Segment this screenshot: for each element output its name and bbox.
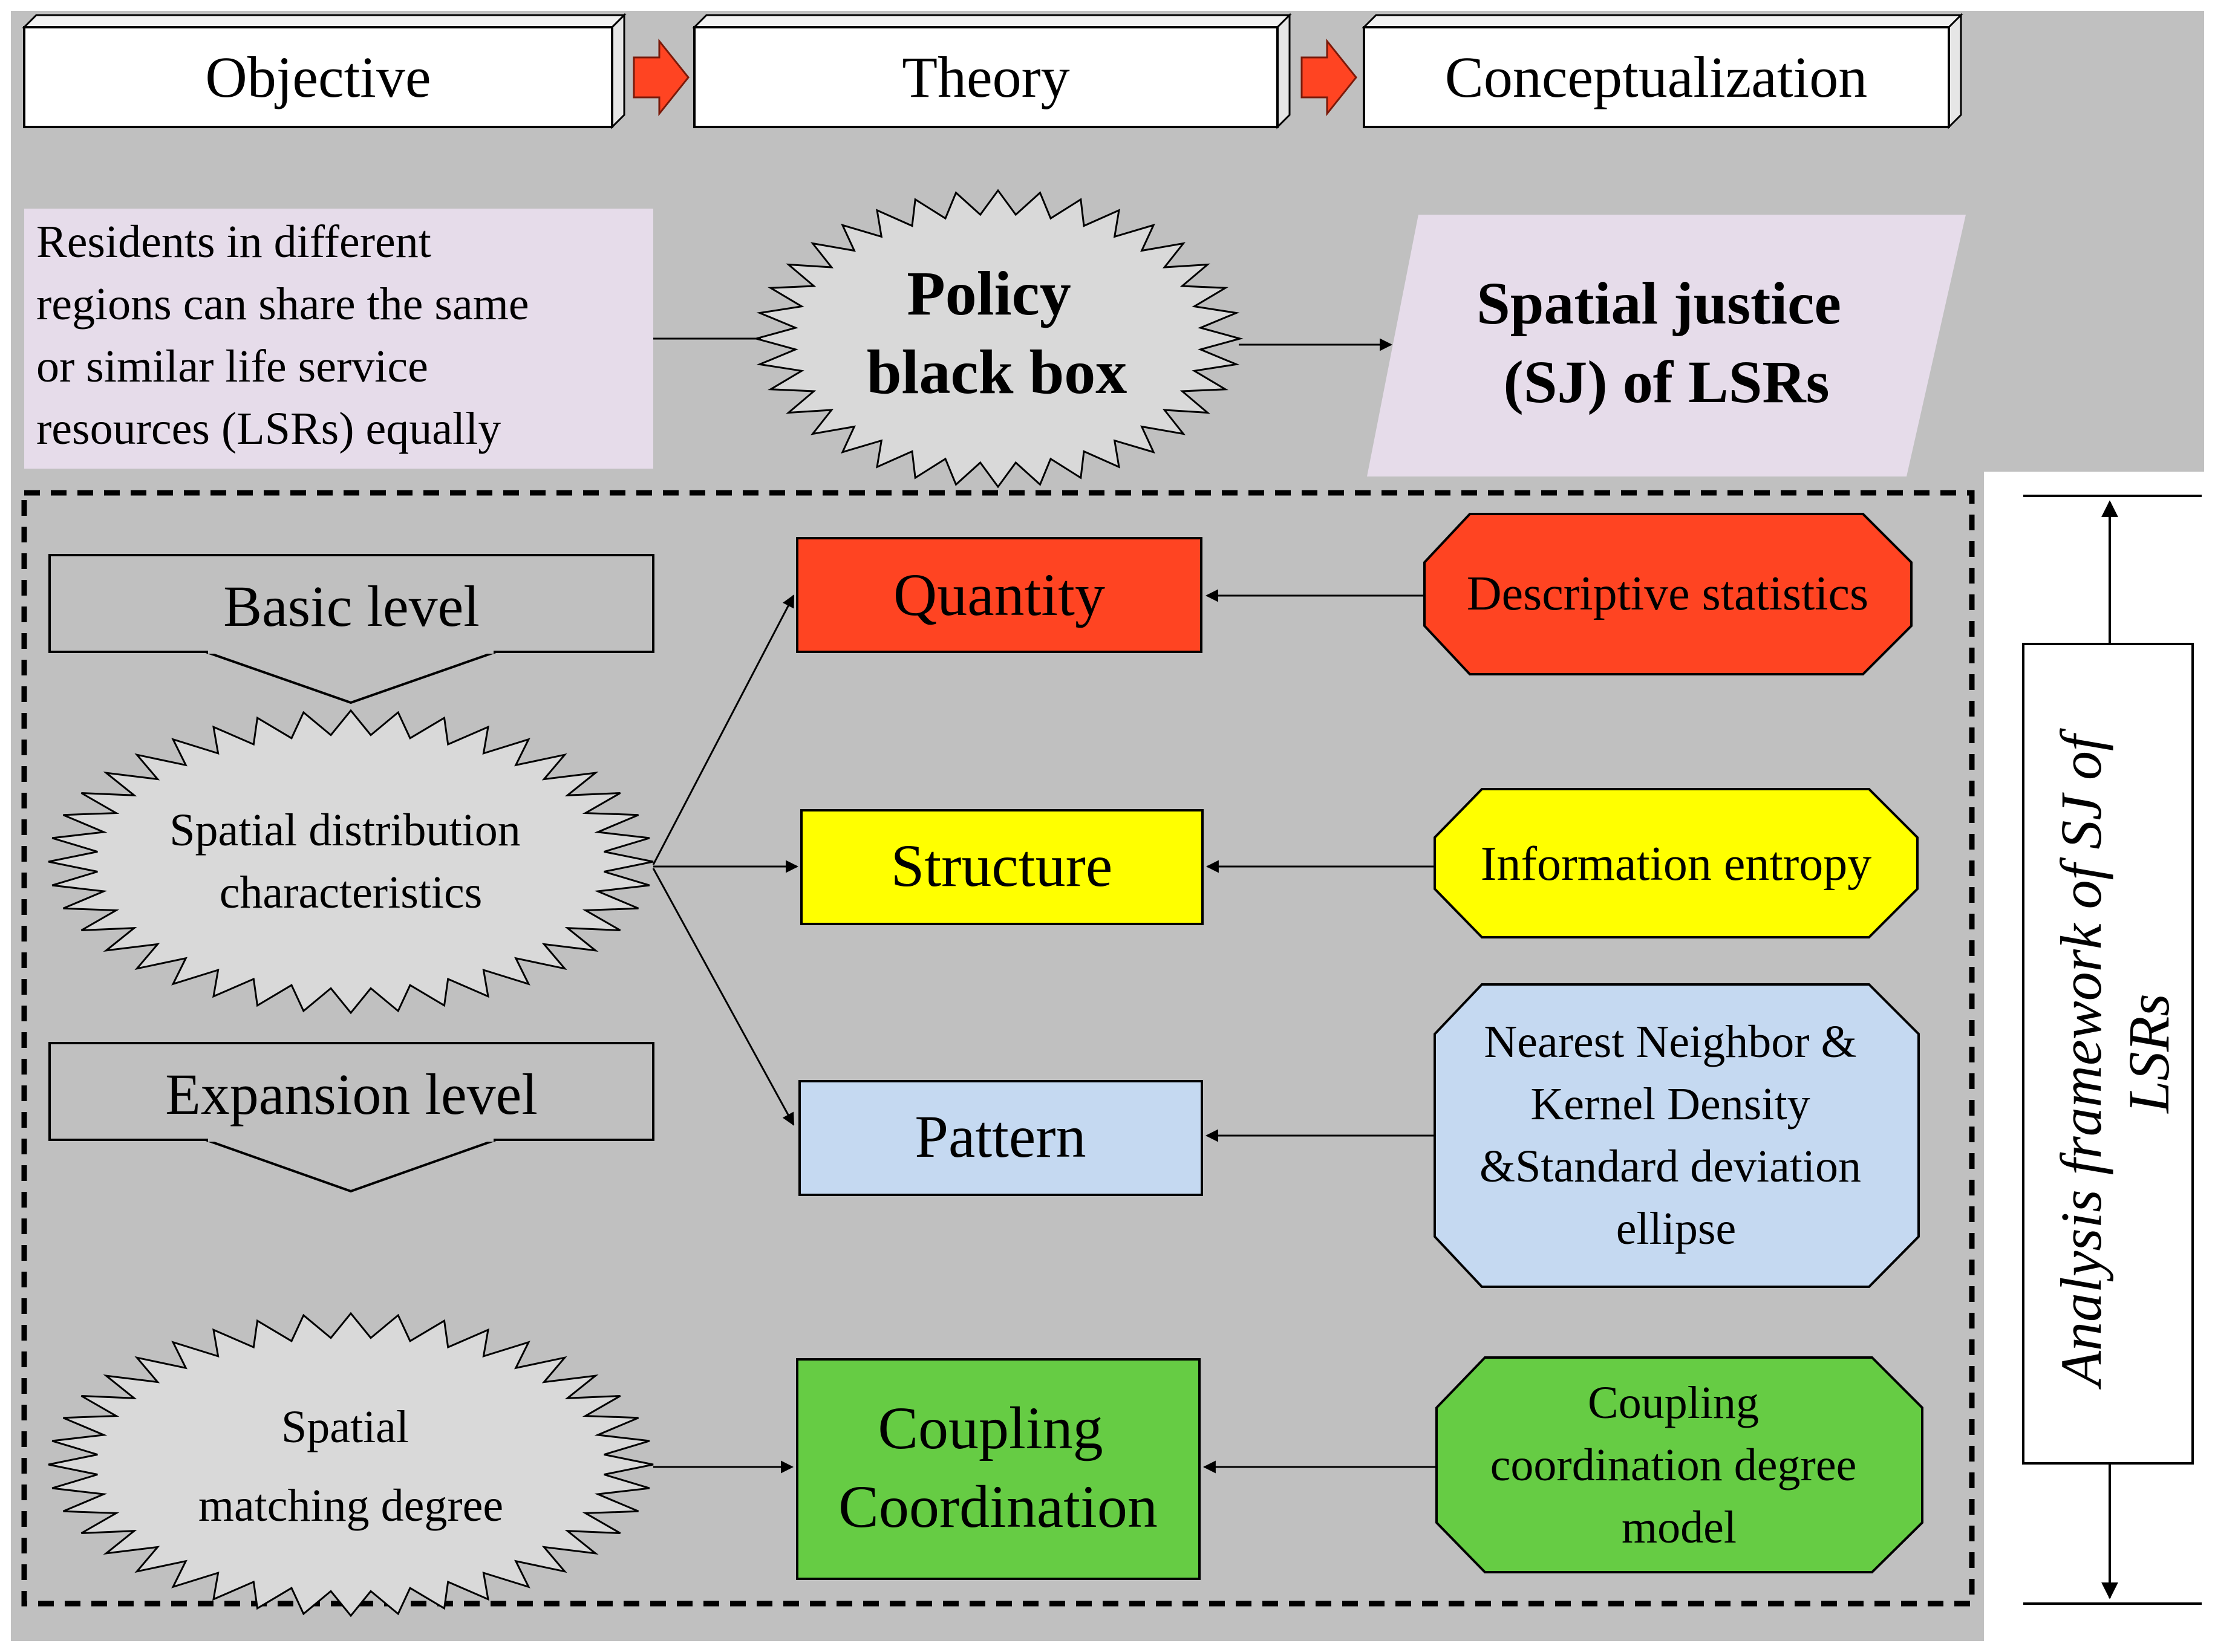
objective-box [24,209,653,469]
objective-line-1: Residents in different [36,216,431,267]
objective-line-4: resources (LSRs) equally [36,403,501,454]
coupling-coordination-text: Coupling Coordination [838,1394,1158,1540]
spatial-matching-line-1: Spatial [281,1402,409,1452]
header-step-theory-label: Theory [902,45,1069,109]
coupling-model-text: Coupling coordination degree model [1490,1377,1868,1553]
nearest-neighbor-box [1434,983,1920,1288]
header-step-conceptualization-label: Conceptualization [1445,45,1867,109]
spatial-matching-burst [48,1312,654,1618]
header-step-theory: Theory [692,13,1292,129]
information-entropy-label: Information entropy [1481,837,1871,891]
pattern-label: Pattern [915,1103,1086,1170]
pattern-method-line-4: ellipse [1616,1203,1736,1254]
coupling-line-1: Coupling [878,1394,1103,1462]
coupling-line-2: Coordination [838,1473,1158,1540]
basic-level-label: Basic level [223,574,480,639]
side-label-box [2022,643,2194,1465]
objective-text: Residents in different regions can share… [36,216,541,454]
header-arrow-1 [633,38,690,117]
spatial-justice-text: Spatial justice (SJ) of LSRs [1476,270,1856,415]
coupling-model-line-2: coordination degree [1490,1440,1857,1491]
arrow-distribution-to-pattern [652,868,795,1126]
spatial-matching-line-2: matching degree [198,1480,503,1531]
information-entropy-box [1434,788,1919,938]
structure-box [800,809,1204,925]
descriptive-statistics-label: Descriptive statistics [1467,567,1868,620]
objective-line-2: regions can share the same [36,279,529,330]
spatial-distribution-line-2: characteristics [220,867,483,918]
policy-line-2: black box [867,337,1127,407]
coupling-coordination-box [796,1358,1201,1580]
policy-black-box-text: Policy black box [867,259,1127,407]
objective-line-3: or similar life service [36,341,428,392]
pattern-method-line-1: Nearest Neighbor & [1484,1016,1856,1067]
pattern-method-line-3: &Standard deviation [1479,1141,1861,1192]
quantity-label: Quantity [893,561,1105,628]
nearest-neighbor-text: Nearest Neighbor & Kernel Density &Stand… [1479,1016,1873,1254]
expansion-level-label: Expansion level [165,1062,538,1127]
coupling-model-line-1: Coupling [1588,1377,1759,1428]
basic-level-callout: Basic level [48,554,654,704]
structure-label: Structure [891,832,1113,899]
descriptive-statistics-box [1423,513,1913,675]
side-label-text: Analysis framework of SJ of LSRs [2049,720,2181,1390]
pattern-box [798,1080,1203,1196]
header-step-objective: Objective [22,13,627,129]
arrow-distribution-to-quantity [652,594,795,865]
spatial-distribution-line-1: Spatial distribution [169,805,521,856]
spatial-justice-line-1: Spatial justice [1476,270,1841,337]
header-step-objective-label: Objective [205,45,431,109]
side-label-line-2: LSRs [2116,993,2181,1114]
side-label-line-1: Analysis framework of SJ of [2049,728,2113,1390]
spatial-distribution-burst [48,709,654,1015]
spatial-justice-line-2: (SJ) of LSRs [1504,348,1830,415]
spatial-distribution-text: Spatial distribution characteristics [169,805,532,918]
coupling-model-box [1435,1356,1923,1573]
coupling-model-line-3: model [1622,1502,1737,1553]
analysis-framework-boundary [21,490,1975,1607]
pattern-method-line-2: Kernel Density [1530,1079,1810,1130]
spatial-matching-text: Spatial matching degree [198,1402,503,1531]
expansion-level-callout: Expansion level [48,1042,654,1193]
header-step-conceptualization: Conceptualization [1362,13,1963,129]
quantity-box [796,537,1202,653]
spatial-justice-parallelogram [1367,215,1966,476]
policy-line-1: Policy [907,259,1071,328]
header-arrow-2 [1300,38,1357,117]
